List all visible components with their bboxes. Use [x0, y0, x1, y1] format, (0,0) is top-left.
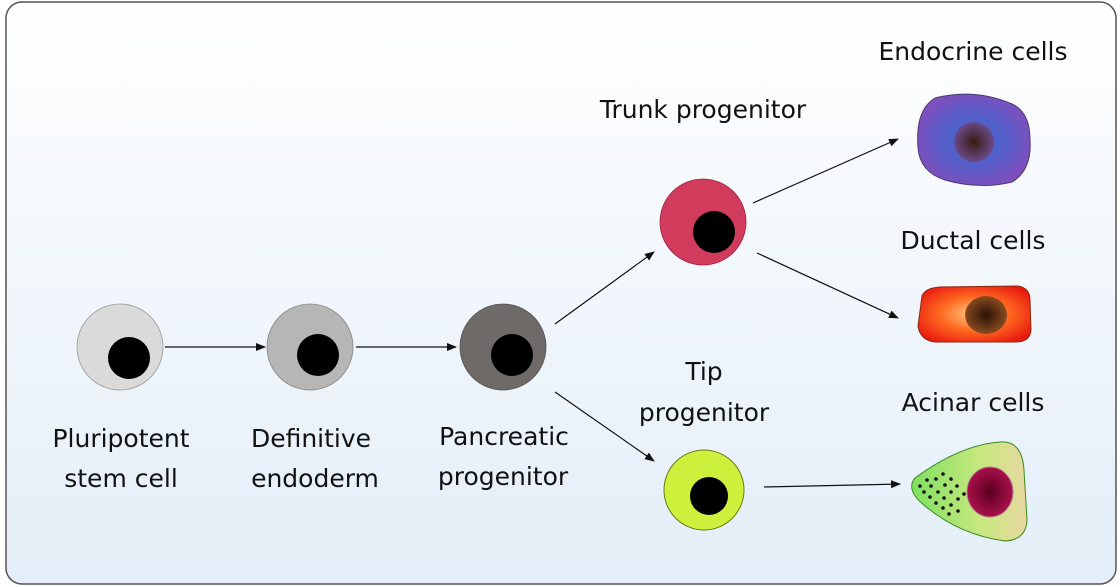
pancreatic-progenitor-cell	[459, 303, 547, 391]
acinar-secretory-granules	[918, 472, 966, 516]
arrow-tip-to-acinar	[763, 480, 901, 489]
tip-progenitor-label-line1: Tip	[684, 357, 722, 386]
endocrine-cell-nucleus	[954, 122, 994, 162]
arrow-trunk-to-ductal	[756, 252, 899, 319]
stage-labels: Pluripotent stem cell Definitive endoder…	[52, 37, 1067, 493]
endocrine-cell	[917, 93, 1031, 187]
tip-progenitor-cell	[663, 449, 745, 531]
endoderm-cell-nucleus	[297, 334, 339, 376]
arrows	[165, 138, 901, 489]
trunk-progenitor-cell	[659, 178, 747, 266]
ductal-cell	[917, 285, 1032, 343]
pancreatic-progenitor-nucleus	[491, 334, 533, 376]
endocrine-cells-label: Endocrine cells	[879, 37, 1068, 66]
stem-cell	[76, 303, 164, 391]
stem-cell-label-line1: Pluripotent	[52, 424, 189, 453]
trunk-progenitor-label: Trunk progenitor	[599, 95, 807, 124]
arrow-pancreatic-to-trunk	[554, 251, 655, 325]
pancreatic-progenitor-label-line1: Pancreatic	[439, 422, 569, 451]
pancreatic-progenitor-label-line2: progenitor	[438, 462, 569, 491]
arrow-pancreatic-to-tip	[554, 391, 655, 462]
endoderm-label-line1: Definitive	[251, 424, 371, 453]
endoderm-label-line2: endoderm	[251, 464, 379, 493]
tip-progenitor-nucleus	[690, 477, 728, 515]
ductal-cell-nucleus	[965, 296, 1007, 334]
trunk-progenitor-nucleus	[693, 211, 735, 253]
tip-progenitor-label-line2: progenitor	[639, 398, 770, 427]
stem-cell-label-line2: stem cell	[64, 464, 178, 493]
background-panel	[5, 1, 1117, 585]
endoderm-cell	[266, 303, 354, 391]
stem-cell-nucleus	[108, 337, 150, 379]
acinar-cell-nucleus	[966, 466, 1014, 518]
ductal-cells-label: Ductal cells	[901, 226, 1046, 255]
acinar-cells-label: Acinar cells	[902, 388, 1045, 417]
arrow-trunk-to-endocrine	[752, 138, 899, 204]
acinar-cell	[911, 441, 1028, 542]
